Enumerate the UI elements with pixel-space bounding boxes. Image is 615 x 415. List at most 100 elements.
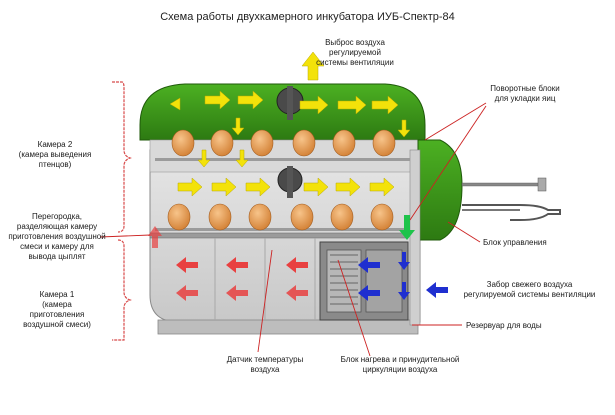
label-water-line: Резервуар для воды bbox=[466, 321, 542, 330]
diagram-title: Схема работы двухкамерного инкубатора ИУ… bbox=[160, 11, 455, 23]
label-temp-line: Датчик температуры bbox=[226, 355, 304, 364]
red-arrow bbox=[226, 257, 248, 273]
label-chamber1-line: приготовления bbox=[29, 310, 85, 319]
label-heater: Блок нагрева и принудительной циркуляции… bbox=[325, 355, 475, 375]
yellow-arrow bbox=[397, 119, 411, 138]
lower-tray bbox=[155, 228, 410, 231]
yellow-arrow bbox=[237, 90, 264, 110]
airflow-yellow-arrows bbox=[169, 90, 411, 197]
label-temp-sensor: Датчик температуры воздуха bbox=[215, 355, 315, 375]
label-partition-line: смеси и камеру для bbox=[20, 242, 94, 251]
label-chamber1: Камера 1 (камера приготовления воздушной… bbox=[12, 290, 102, 330]
label-partition-line: Перегородка, bbox=[31, 212, 83, 221]
leader-partition bbox=[99, 234, 151, 238]
leader-heater bbox=[337, 259, 371, 357]
yellow-arrow bbox=[169, 97, 181, 111]
egg bbox=[332, 129, 356, 157]
egg-row-lower bbox=[167, 203, 394, 231]
yellow-arrow bbox=[235, 149, 249, 168]
yellow-arrow bbox=[245, 177, 271, 197]
red-arrow bbox=[176, 257, 198, 273]
red-arrow bbox=[176, 285, 198, 301]
egg bbox=[171, 129, 195, 157]
label-temp-line: воздуха bbox=[250, 365, 280, 374]
label-rotary-blocks: Поворотные блоки для укладки яиц bbox=[470, 84, 580, 104]
egg bbox=[370, 203, 394, 231]
base-tray bbox=[157, 319, 419, 335]
egg bbox=[330, 203, 354, 231]
label-fresh-air-line: регулируемой системы вентиляции bbox=[463, 290, 596, 299]
label-rotary-line: для укладки яиц bbox=[494, 94, 556, 103]
intake-arrow bbox=[426, 282, 448, 298]
bracket-chamber2 bbox=[112, 81, 132, 233]
label-chamber2-line: птенцов) bbox=[38, 160, 72, 169]
label-partition: Перегородка, разделяющая камеру приготов… bbox=[2, 212, 112, 262]
egg bbox=[372, 129, 396, 157]
middle-fan bbox=[277, 166, 303, 198]
egg bbox=[290, 203, 314, 231]
green-down-arrow bbox=[399, 215, 415, 240]
yellow-arrow bbox=[177, 177, 203, 197]
leader-temp bbox=[257, 249, 273, 353]
egg bbox=[292, 129, 316, 157]
egg bbox=[250, 129, 274, 157]
upper-tray bbox=[155, 158, 410, 161]
egg-row-upper bbox=[171, 129, 396, 157]
leader-rotary-1 bbox=[424, 102, 487, 141]
yellow-arrow bbox=[303, 177, 329, 197]
exhaust-up-arrow bbox=[301, 51, 325, 81]
label-exhaust-line: регулируемой bbox=[329, 48, 381, 57]
control-unit-housing bbox=[417, 139, 463, 241]
chamber-brackets bbox=[112, 81, 132, 341]
yellow-arrow bbox=[369, 177, 395, 197]
yellow-arrow bbox=[335, 177, 361, 197]
egg bbox=[248, 203, 272, 231]
control-unit-probe bbox=[461, 177, 561, 221]
blue-arrow bbox=[398, 252, 410, 270]
red-up-arrow bbox=[148, 226, 162, 248]
red-arrow bbox=[286, 285, 308, 301]
label-chamber1-line: Камера 1 bbox=[39, 290, 75, 299]
blue-arrow bbox=[358, 257, 380, 273]
leader-rotary-2 bbox=[409, 105, 487, 221]
label-fresh-air: Забор свежего воздуха регулируемой систе… bbox=[452, 280, 607, 300]
label-chamber1-line: воздушной смеси) bbox=[23, 320, 91, 329]
yellow-arrow bbox=[211, 177, 237, 197]
yellow-arrow bbox=[197, 149, 211, 168]
label-control-line: Блок управления bbox=[483, 238, 547, 247]
label-partition-line: вывода цыплят bbox=[28, 252, 86, 261]
side-panel bbox=[409, 149, 421, 326]
egg bbox=[210, 129, 234, 157]
label-heater-line: циркуляции воздуха bbox=[362, 365, 438, 374]
blue-arrow bbox=[398, 282, 410, 300]
red-arrow bbox=[286, 257, 308, 273]
egg bbox=[208, 203, 232, 231]
label-chamber2-line: (камера выведения bbox=[18, 150, 92, 159]
label-partition-line: разделяющая камеру bbox=[16, 222, 98, 231]
yellow-arrow bbox=[337, 95, 367, 115]
label-partition-line: приготовления воздушной bbox=[8, 232, 106, 241]
partition-plate bbox=[149, 232, 409, 239]
leader-lines bbox=[99, 102, 487, 357]
label-control-unit: Блок управления bbox=[483, 238, 593, 248]
yellow-arrow bbox=[231, 117, 245, 136]
bracket-chamber1 bbox=[112, 239, 132, 341]
yellow-arrow bbox=[371, 95, 399, 115]
label-chamber2: Камера 2 (камера выведения птенцов) bbox=[5, 140, 105, 170]
label-chamber2-line: Камера 2 bbox=[37, 140, 73, 149]
label-heater-line: Блок нагрева и принудительной bbox=[340, 355, 460, 364]
airflow-blue-arrows bbox=[358, 252, 448, 301]
blue-arrow bbox=[358, 285, 380, 301]
yellow-arrow bbox=[204, 90, 231, 110]
label-rotary-line: Поворотные блоки bbox=[490, 84, 560, 93]
label-exhaust: Выброс воздуха регулируемой системы вент… bbox=[300, 38, 410, 68]
leader-control bbox=[447, 221, 481, 243]
yellow-arrow bbox=[299, 95, 329, 115]
label-fresh-air-line: Забор свежего воздуха bbox=[486, 280, 573, 289]
label-chamber1-line: (камера bbox=[42, 300, 72, 309]
red-arrow bbox=[226, 285, 248, 301]
airflow-red-arrows bbox=[148, 226, 308, 301]
label-water-tank: Резервуар для воды bbox=[466, 321, 576, 331]
heater-block bbox=[319, 241, 409, 321]
